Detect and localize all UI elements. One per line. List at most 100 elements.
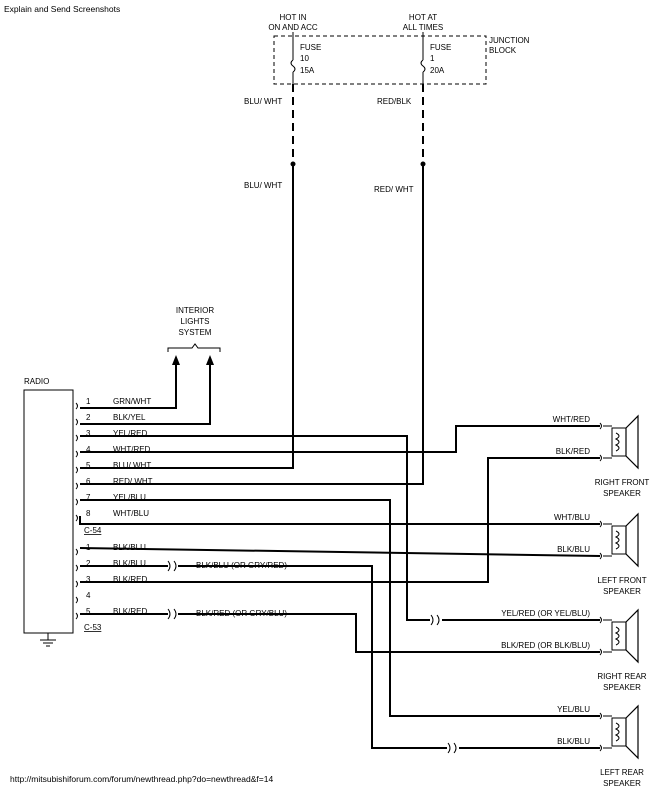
wire-label-blu-wht-lower: BLU/ WHT — [244, 181, 282, 190]
pin-number: 2 — [86, 413, 91, 422]
fuse-1-number: 1 — [430, 54, 435, 63]
c54-pin-3: 3 YEL/RED — [75, 429, 147, 442]
speaker-terminal-top — [599, 422, 602, 430]
pin-terminal — [75, 514, 78, 522]
speaker-label-2: SPEAKER — [603, 489, 641, 498]
pin-wire-label: GRN/WHT — [113, 397, 151, 406]
pin-wire-label: YEL/RED — [113, 429, 147, 438]
wire-label-blu-wht-upper: BLU/ WHT — [244, 97, 282, 106]
speaker-terminal-bottom — [599, 454, 602, 462]
speaker-cone-icon — [625, 414, 639, 470]
wht-blu-wire — [79, 516, 600, 525]
speaker-coil-icon — [614, 626, 620, 646]
pin-wire-label: BLK/BLU — [113, 543, 146, 552]
wire-label-wht-red-rf: WHT/RED — [553, 415, 591, 424]
speaker-label-2: SPEAKER — [603, 779, 641, 788]
speaker-coil-icon — [614, 432, 620, 452]
pin-terminal — [75, 564, 78, 572]
hot-at-label-2: ALL TIMES — [403, 23, 443, 32]
pin-terminal — [75, 434, 78, 442]
page-title: Explain and Send Screenshots — [4, 4, 120, 14]
blk-yel-wire — [80, 364, 211, 425]
speaker-label-2: SPEAKER — [603, 587, 641, 596]
pin-number: 5 — [86, 461, 91, 470]
speaker-lead — [603, 425, 612, 459]
red-wht-power-wire — [80, 164, 424, 485]
pin-wire-label: BLK/YEL — [113, 413, 146, 422]
c53-pin-4: 4 — [75, 591, 91, 604]
fuse-1-rating: 20A — [430, 66, 445, 75]
speaker-cone-icon — [625, 608, 639, 664]
pin-terminal — [75, 482, 78, 490]
speaker-coil-icon — [614, 530, 620, 550]
interior-lights-label-2: LIGHTS — [181, 317, 210, 326]
pin-terminal — [75, 498, 78, 506]
hot-in-label-2: ON AND ACC — [268, 23, 318, 32]
pin-number: 3 — [86, 429, 91, 438]
radio-unit: RADIO C-54 C-53 — [23, 377, 102, 647]
speaker-cone-icon — [625, 512, 639, 568]
speaker-terminal-bottom — [599, 648, 602, 656]
pin-terminal — [75, 548, 78, 556]
pin-wire-label: BLK/RED — [113, 607, 147, 616]
blk-red-rf-wire — [80, 457, 600, 583]
pin-terminal — [75, 580, 78, 588]
wire-label-blk-blu-lr: BLK/BLU — [557, 737, 590, 746]
inline-connector-icon — [167, 560, 177, 572]
speaker-label-2: SPEAKER — [603, 683, 641, 692]
junction-block-label-2: BLOCK — [489, 46, 517, 55]
interior-lights-connector — [167, 343, 221, 352]
c53-pin-2: 2 BLK/BLU — [75, 559, 146, 572]
pin-terminal — [75, 596, 78, 604]
pin-wire-label: BLK/RED — [113, 575, 147, 584]
pin-wire-label: RED/ WHT — [113, 477, 153, 486]
blu-wht-power-wire — [80, 164, 294, 469]
wire-label-red-blk-upper: RED/BLK — [377, 97, 412, 106]
speaker-lead — [603, 715, 612, 749]
fuse-10-rating: 15A — [300, 66, 315, 75]
radio-label: RADIO — [24, 377, 49, 386]
pin-number: 2 — [86, 559, 91, 568]
pin-terminal — [75, 402, 78, 410]
speaker-cone-icon — [625, 704, 639, 760]
inline-connector-icon-4 — [447, 742, 457, 754]
speaker-terminal-top — [599, 616, 602, 624]
inline-connector-icon-3 — [430, 614, 440, 626]
speaker-terminal-bottom — [599, 552, 602, 560]
fuse-1-label: FUSE — [430, 43, 451, 52]
speaker-coil-icon — [614, 722, 620, 742]
fuse-10-label: FUSE — [300, 43, 321, 52]
pin-terminal — [75, 418, 78, 426]
fuse-1-symbol — [420, 59, 426, 73]
hot-in-label: HOT IN — [280, 13, 307, 22]
wht-red-wire — [80, 425, 600, 453]
interior-lights-label: INTERIOR — [176, 306, 214, 315]
junction-block-label: JUNCTION — [489, 36, 530, 45]
yel-blu-wire — [80, 499, 600, 717]
c54-pin-7: 7 YEL/BLU — [75, 493, 146, 506]
pin-number: 8 — [86, 509, 91, 518]
footer-url[interactable]: http://mitsubishiforum.com/forum/newthre… — [10, 774, 273, 784]
speaker-lead — [603, 523, 612, 557]
pin-wire-label: BLK/BLU — [113, 559, 146, 568]
arrow-up-icon — [172, 355, 180, 365]
inline-connector-icon-2 — [167, 608, 177, 620]
interior-lights-label-3: SYSTEM — [179, 328, 212, 337]
pin-number: 4 — [86, 445, 91, 454]
hot-at-label: HOT AT — [409, 13, 437, 22]
pin-wire-label: YEL/BLU — [113, 493, 146, 502]
pin-number: 5 — [86, 607, 91, 616]
pin-number: 7 — [86, 493, 91, 502]
junction-block: HOT IN ON AND ACC HOT AT ALL TIMES JUNCT… — [268, 13, 530, 85]
junction-block-outline — [273, 35, 487, 85]
wire-label-yel-red-rr: YEL/RED (OR YEL/BLU) — [501, 609, 590, 618]
